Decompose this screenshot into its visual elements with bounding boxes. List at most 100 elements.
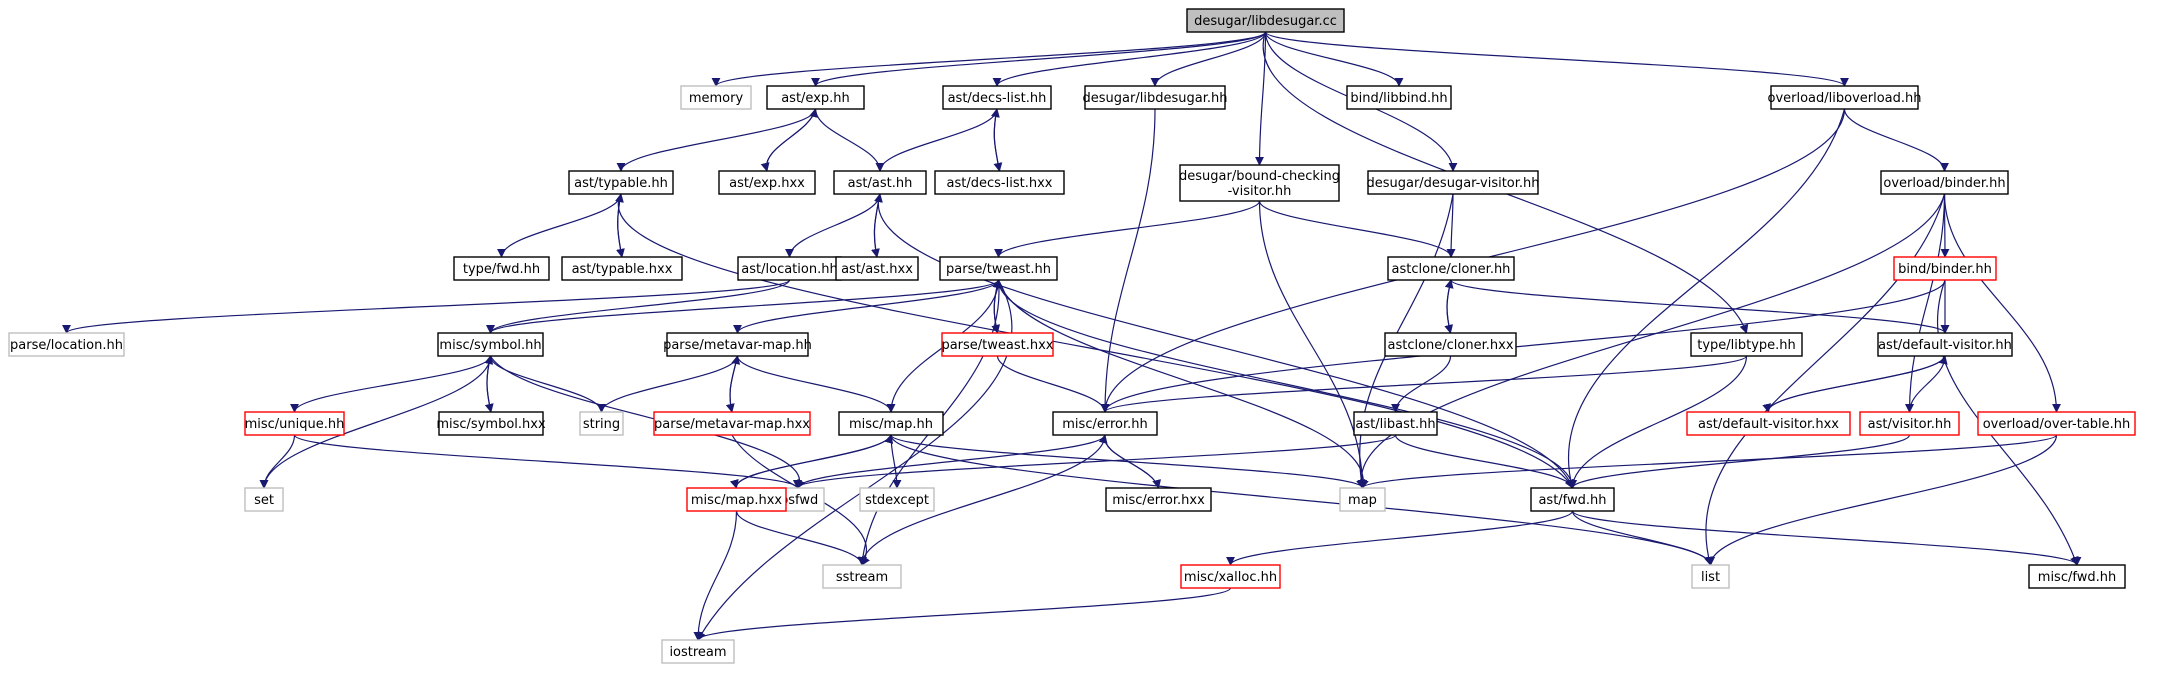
node-parse-tweast-hh[interactable]: parse/tweast.hh bbox=[939, 256, 1058, 281]
edge-n15-n7 bbox=[615, 193, 624, 258]
node-parse-metavar-map-hxx[interactable]: parse/metavar-map.hxx bbox=[653, 411, 811, 436]
node-parse-location-hh: parse/location.hh bbox=[8, 332, 125, 357]
node-misc-error-hh[interactable]: misc/error.hh bbox=[1052, 411, 1158, 436]
node-box bbox=[453, 256, 550, 281]
node-label: desugar/desugar-visitor.hh bbox=[1366, 176, 1539, 191]
node-astclone-cloner-hh[interactable]: astclone/cloner.hh bbox=[1387, 256, 1515, 281]
edge-n6-n44 bbox=[1566, 108, 1846, 489]
edge-n20-n33 bbox=[1100, 279, 1946, 413]
node-box bbox=[838, 411, 944, 436]
node-parse-metavar-map-hh[interactable]: parse/metavar-map.hh bbox=[663, 332, 812, 357]
edge-n34-n39 bbox=[793, 434, 1397, 489]
edge-n23-n32 bbox=[736, 355, 896, 413]
edge-n32-n43 bbox=[890, 434, 1367, 489]
node-box bbox=[666, 332, 809, 357]
node-ast-exp-hh[interactable]: ast/exp.hh bbox=[766, 85, 865, 110]
edge-n2-n8 bbox=[760, 108, 817, 172]
node-type-libtype-hh[interactable]: type/libtype.hh bbox=[1690, 332, 1803, 357]
node-bind-binder-hh[interactable]: bind/binder.hh bbox=[1893, 256, 1997, 281]
node-ast-libast-hh[interactable]: ast/libast.hh bbox=[1353, 411, 1438, 436]
edge-n0-n4 bbox=[1150, 31, 1267, 87]
node-ast-decs-list-hxx[interactable]: ast/decs-list.hxx bbox=[934, 170, 1065, 195]
node-misc-map-hxx[interactable]: misc/map.hxx bbox=[686, 487, 787, 512]
edge-n12-n19 bbox=[1446, 193, 1456, 258]
node-box bbox=[1893, 256, 1997, 281]
node-ast-default-visitor-hh[interactable]: ast/default-visitor.hh bbox=[1877, 332, 2013, 357]
node-bind-libbind-hh[interactable]: bind/libbind.hh bbox=[1346, 85, 1452, 110]
node-ast-location-hh[interactable]: ast/location.hh bbox=[737, 256, 842, 281]
node-desugar-bound-checking-visitor-hh[interactable]: desugar/bound-checking-visitor.hh bbox=[1179, 164, 1340, 202]
edge-n40-n49 bbox=[693, 510, 738, 641]
node-ast-fwd-hh[interactable]: ast/fwd.hh bbox=[1530, 487, 1615, 512]
node-ast-ast-hxx[interactable]: ast/ast.hxx bbox=[835, 256, 919, 281]
node-misc-map-hh[interactable]: misc/map.hh bbox=[838, 411, 944, 436]
node-ast-default-visitor-hxx[interactable]: ast/default-visitor.hxx bbox=[1686, 411, 1851, 436]
node-ast-visitor-hh[interactable]: ast/visitor.hh bbox=[1859, 411, 1960, 436]
node-desugar-libdesugar-hh[interactable]: desugar/libdesugar.hh bbox=[1083, 85, 1228, 110]
node-label: misc/map.hxx bbox=[691, 493, 783, 508]
edge-n40-n32 bbox=[735, 434, 894, 489]
node-box bbox=[1384, 332, 1517, 357]
node-box bbox=[1691, 564, 1730, 589]
edge-n0-n6 bbox=[1264, 31, 1849, 87]
node-iostream: iostream bbox=[661, 639, 735, 664]
node-box bbox=[1880, 170, 2009, 195]
node-box bbox=[568, 170, 674, 195]
edge-n22-n38 bbox=[259, 355, 492, 489]
node-label: ast/default-visitor.hxx bbox=[1698, 417, 1839, 432]
node-label: ast/fwd.hh bbox=[1538, 493, 1606, 508]
edge-n27-n36 bbox=[1905, 355, 1946, 413]
node-label: parse/metavar-map.hxx bbox=[654, 417, 810, 432]
node-box bbox=[437, 332, 544, 357]
node-overload-liboverload-hh[interactable]: overload/liboverload.hh bbox=[1767, 85, 1922, 110]
node-label: map bbox=[1348, 493, 1377, 508]
node-box bbox=[8, 332, 125, 357]
node-label: bind/binder.hh bbox=[1898, 262, 1992, 277]
node-overload-over-table-hh[interactable]: overload/over-table.hh bbox=[1977, 411, 2136, 436]
node-map: map bbox=[1339, 487, 1386, 512]
node-misc-error-hxx[interactable]: misc/error.hxx bbox=[1105, 487, 1212, 512]
node-label: ast/ast.hh bbox=[848, 176, 913, 191]
node-box bbox=[1530, 487, 1615, 512]
node-desugar-desugar-visitor-hh[interactable]: desugar/desugar-visitor.hh bbox=[1366, 170, 1540, 195]
node-misc-symbol-hh[interactable]: misc/symbol.hh bbox=[437, 332, 544, 357]
node-ast-ast-hh[interactable]: ast/ast.hh bbox=[833, 170, 927, 195]
node-box bbox=[1346, 85, 1452, 110]
node-ast-typable-hxx[interactable]: ast/typable.hxx bbox=[561, 256, 683, 281]
edge-n34-n44 bbox=[1394, 434, 1577, 489]
node-label: ast/default-visitor.hh bbox=[1878, 338, 2012, 353]
node-sstream: sstream bbox=[822, 564, 902, 589]
node-label: parse/metavar-map.hh bbox=[663, 338, 812, 353]
node-misc-xalloc-hh[interactable]: misc/xalloc.hh bbox=[1180, 564, 1281, 589]
node-type-fwd-hh[interactable]: type/fwd.hh bbox=[453, 256, 550, 281]
edge-n11-n43 bbox=[1258, 200, 1367, 489]
node-label: string bbox=[583, 417, 620, 432]
node-parse-tweast-hxx[interactable]: parse/tweast.hxx bbox=[941, 332, 1054, 357]
node-label: type/libtype.hh bbox=[1697, 338, 1796, 353]
node-box bbox=[1186, 8, 1345, 33]
node-ast-decs-list-hh[interactable]: ast/decs-list.hh bbox=[942, 85, 1052, 110]
node-misc-fwd-hh[interactable]: misc/fwd.hh bbox=[2028, 564, 2126, 589]
edge-n22-n30 bbox=[489, 355, 606, 413]
node-desugar-libdesugar-cc[interactable]: desugar/libdesugar.cc bbox=[1186, 8, 1345, 33]
node-box bbox=[939, 256, 1058, 281]
node-astclone-cloner-hxx[interactable]: astclone/cloner.hxx bbox=[1384, 332, 1517, 357]
node-box bbox=[1339, 487, 1386, 512]
edge-n44-n46 bbox=[1226, 510, 1574, 566]
edge-n7-n14 bbox=[497, 193, 622, 258]
node-set: set bbox=[244, 487, 284, 512]
node-label: parse/tweast.hh bbox=[946, 262, 1051, 277]
node-label: iosfwd bbox=[777, 493, 819, 508]
node-label: ast/decs-list.hxx bbox=[947, 176, 1053, 191]
node-box bbox=[561, 256, 683, 281]
edge-n0-n5 bbox=[1264, 31, 1404, 87]
node-label: ast/typable.hxx bbox=[572, 262, 673, 277]
node-misc-unique-hh[interactable]: misc/unique.hh bbox=[244, 411, 345, 436]
node-misc-symbol-hxx[interactable]: misc/symbol.hxx bbox=[436, 411, 546, 436]
node-ast-typable-hh[interactable]: ast/typable.hh bbox=[568, 170, 674, 195]
node-ast-exp-hxx[interactable]: ast/exp.hxx bbox=[718, 170, 816, 195]
node-overload-binder-hh[interactable]: overload/binder.hh bbox=[1880, 170, 2009, 195]
edge-n35-n27 bbox=[1767, 355, 1948, 413]
